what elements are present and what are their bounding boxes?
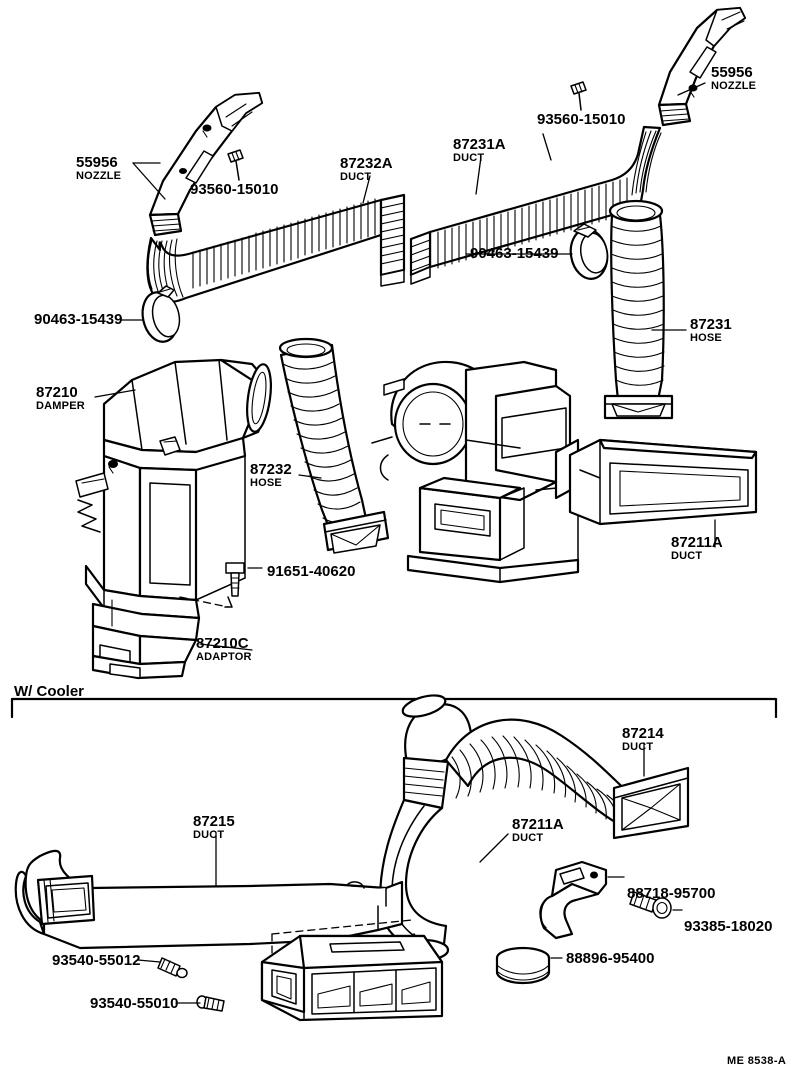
screw-93540-55012-graphic (137, 957, 188, 979)
label-clip-88718: 88718-95700 (627, 886, 715, 901)
duct-87215-graphic (14, 849, 413, 959)
part-number: 93385-18020 (684, 918, 773, 935)
label-nozzle-left: 55956 NOZZLE (76, 155, 121, 182)
label-duct-87231a: 87231A DUCT (453, 137, 506, 164)
part-name: DAMPER (36, 400, 85, 412)
label-duct-87232a: 87232A DUCT (340, 156, 393, 183)
part-name: DUCT (622, 741, 654, 753)
part-number: 90463-15439 (470, 245, 559, 262)
part-number: 55956 (711, 64, 753, 81)
label-nozzle-right: 55956 NOZZLE (711, 65, 756, 92)
duct-87211a-top-graphic (568, 438, 758, 526)
clamp-right-graphic (569, 223, 609, 280)
part-number: 93560-15010 (190, 181, 279, 198)
part-number: 87231A (453, 136, 506, 153)
part-number: 87231 (690, 316, 732, 333)
label-duct-87214: 87214 DUCT (622, 726, 664, 753)
nozzle-left-graphic (148, 91, 264, 237)
label-grommet-88896: 88896-95400 (566, 951, 654, 966)
screw-right-graphic (570, 81, 587, 111)
label-bolt-93385: 93385-18020 (684, 919, 772, 934)
part-name: DUCT (340, 171, 372, 183)
nozzle-right-graphic (657, 6, 747, 127)
part-number: 87210 (36, 384, 78, 401)
part-name: DUCT (193, 829, 225, 841)
label-adaptor-87210c: 87210C ADAPTOR (196, 636, 252, 663)
grommet-88896-graphic (495, 946, 563, 985)
clamp-left-graphic (141, 285, 181, 343)
part-number: 93540-55010 (90, 995, 179, 1012)
part-name: NOZZLE (76, 170, 122, 182)
hose-87232-graphic (278, 337, 390, 554)
part-name: DUCT (453, 152, 485, 164)
duct-87231a-graphic (409, 125, 662, 285)
part-number: 93560-15010 (537, 111, 626, 128)
damper-87210-graphic (75, 358, 272, 680)
part-number: 87232 (250, 461, 292, 478)
part-number: 90463-15439 (34, 311, 123, 328)
bolt-91651-graphic (179, 562, 263, 608)
label-hose-87231: 87231 HOSE (690, 317, 732, 344)
label-screw-left: 93560-15010 (190, 182, 278, 197)
hose-87231-graphic (603, 199, 674, 420)
register-vent-graphic (260, 934, 444, 1022)
section-title-with-cooler: W/ Cooler (14, 683, 84, 700)
label-bolt-91651: 91651-40620 (267, 564, 355, 579)
label-damper-87210: 87210 DAMPER (36, 385, 85, 412)
part-number: 87232A (340, 155, 393, 172)
part-name: DUCT (512, 832, 544, 844)
label-screw-right: 93560-15010 (537, 112, 625, 127)
part-number: 87215 (193, 813, 235, 830)
screw-93540-55010-graphic (175, 995, 225, 1012)
leader-lines (86, 82, 716, 887)
duct-87232a-graphic (146, 193, 406, 304)
part-name: HOSE (690, 332, 722, 344)
part-name: DUCT (671, 550, 703, 562)
screw-left-graphic (227, 149, 244, 181)
part-number: 87211A (512, 816, 564, 833)
clip-88718-graphic (539, 860, 625, 940)
label-clamp-right: 90463-15439 (470, 246, 558, 261)
part-name: NOZZLE (711, 80, 757, 92)
bolt-93385-graphic (629, 891, 683, 919)
label-hose-87232: 87232 HOSE (250, 462, 292, 489)
part-number: 55956 (76, 154, 118, 171)
blower-heater-unit-graphic (371, 360, 580, 584)
part-name: ADAPTOR (196, 651, 252, 663)
label-duct-87211a-bottom: 87211A DUCT (512, 817, 564, 844)
label-screw-93540-55010: 93540-55010 (90, 996, 178, 1011)
section-bracket (10, 697, 778, 719)
part-number: 88896-95400 (566, 950, 655, 967)
part-number: 88718-95700 (627, 885, 716, 902)
label-screw-93540-55012: 93540-55012 (52, 953, 140, 968)
label-duct-87211a-top: 87211A DUCT (671, 535, 723, 562)
diagram-code: ME 8538-A (727, 1055, 787, 1067)
part-number: 87214 (622, 725, 664, 742)
part-number: 87211A (671, 534, 723, 551)
part-number: 87210C (196, 635, 249, 652)
label-clamp-left: 90463-15439 (34, 312, 122, 327)
part-number: 91651-40620 (267, 563, 356, 580)
part-name: HOSE (250, 477, 282, 489)
part-number: 93540-55012 (52, 952, 141, 969)
label-duct-87215: 87215 DUCT (193, 814, 235, 841)
